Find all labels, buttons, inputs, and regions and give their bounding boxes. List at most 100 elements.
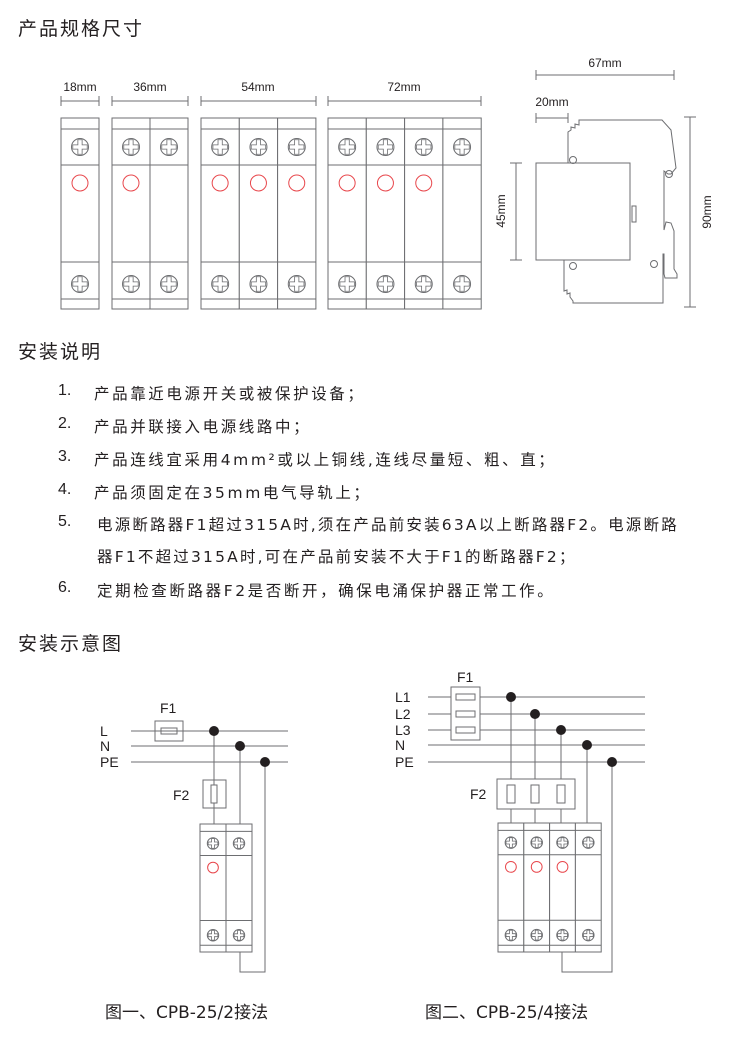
- dim-67mm-line: [535, 70, 675, 80]
- diagram1-junctions: [209, 726, 270, 767]
- status-indicator: [249, 174, 267, 192]
- side-screw: [665, 170, 673, 178]
- module-pole: [549, 822, 576, 953]
- front-views: [60, 96, 482, 106]
- terminal-screw-icon: [122, 138, 140, 156]
- instruction-text: 产品靠近电源开关或被保护设备；: [94, 385, 366, 403]
- status-indicator: [415, 174, 433, 192]
- status-indicator: [376, 174, 394, 192]
- f2-label: F2: [470, 786, 487, 802]
- instruction-number: 4.: [58, 481, 72, 498]
- diagram2-junctions: [506, 692, 617, 767]
- instruction-number: 6.: [58, 579, 72, 596]
- module-pole: [404, 117, 444, 310]
- dim-label-18mm: 18mm: [63, 80, 96, 94]
- junction-dot: [235, 741, 245, 751]
- dim-label-45mm: 45mm: [494, 194, 508, 227]
- spd-module: [111, 117, 189, 310]
- terminal-screw-icon: [206, 837, 220, 850]
- module-pole: [442, 117, 482, 310]
- instruction-text: 电源断路器F1超过315A时,须在产品前安装63A以上断路器F2。电源断路: [97, 516, 679, 534]
- dim-90mm-line: [684, 116, 696, 308]
- dim-label-72mm: 72mm: [387, 80, 420, 94]
- module-pole: [574, 822, 602, 953]
- terminal-screw-icon: [287, 138, 306, 156]
- f1-fuse-box: [154, 720, 184, 742]
- status-indicator: [71, 174, 89, 192]
- terminal-screw-icon: [206, 929, 220, 942]
- terminal-screw-icon: [249, 275, 268, 293]
- f2-label: F2: [173, 787, 190, 803]
- status-indicator: [338, 174, 356, 192]
- junction-dot: [556, 725, 566, 735]
- f1-fuse: [455, 693, 476, 701]
- spec-section-title: 产品规格尺寸: [18, 18, 145, 40]
- terminal-screw-icon: [338, 275, 357, 293]
- status-indicator: [504, 860, 517, 873]
- f2-fuse: [530, 784, 540, 804]
- spd-modules: [60, 117, 602, 953]
- dim-20mm-line: [535, 113, 569, 123]
- status-indicator: [530, 860, 543, 873]
- terminal-screw-icon: [232, 929, 246, 942]
- terminal-screw-icon: [556, 836, 569, 849]
- line-label-N: N: [395, 737, 405, 753]
- junction-dot: [209, 726, 219, 736]
- wires: [510, 697, 613, 973]
- diagram-section-title: 安装示意图: [18, 633, 124, 655]
- diagram1-caption: 图一、CPB-25/2接法: [105, 1003, 269, 1023]
- f1-label: F1: [160, 700, 177, 716]
- terminal-screw-icon: [338, 138, 357, 156]
- terminal-screw-icon: [376, 275, 395, 293]
- f2-fuse-box: [496, 778, 576, 810]
- terminal-screw-icon: [160, 138, 178, 156]
- f2-fuse: [506, 784, 516, 804]
- line-label-N: N: [100, 738, 110, 754]
- terminal-screw-icon: [582, 836, 595, 849]
- status-indicator: [122, 174, 140, 192]
- line-label-L2: L2: [395, 706, 411, 722]
- module-pole: [60, 117, 100, 310]
- spd-module: [199, 823, 253, 953]
- module-pole: [149, 117, 189, 310]
- side-outline: [563, 119, 678, 304]
- terminal-screw-icon: [376, 138, 395, 156]
- dim-label-90mm: 90mm: [700, 195, 714, 228]
- line-label-L1: L1: [395, 689, 411, 705]
- module-pole: [238, 117, 279, 310]
- terminal-screw-icon: [211, 275, 230, 293]
- status-indicator: [288, 174, 306, 192]
- instruction-number: 1.: [58, 382, 72, 399]
- module-pole: [225, 823, 253, 953]
- terminal-screw-icon: [249, 138, 268, 156]
- instruction-text: 产品须固定在35mm电气导轨上；: [94, 484, 372, 502]
- line-label-PE: PE: [100, 754, 119, 770]
- dim-54mm-line: [200, 96, 317, 106]
- spd-module: [60, 117, 100, 310]
- dim-36mm-line: [111, 96, 189, 106]
- module-pole: [523, 822, 551, 953]
- dim-label-36mm: 36mm: [133, 80, 166, 94]
- terminal-screw-icon: [71, 138, 89, 156]
- terminal-screw-icon: [556, 928, 569, 942]
- instruction-text: 产品连线宜采用4mm²或以上铜线,连线尽量短、粗、直；: [94, 451, 557, 469]
- junction-dot: [582, 740, 592, 750]
- diagram2-wiring: [428, 686, 645, 973]
- f1-fuse: [160, 727, 178, 735]
- line-label-L: L: [100, 723, 108, 739]
- side-body: [535, 162, 631, 261]
- side-latch: [631, 205, 637, 223]
- junction-dot: [506, 692, 516, 702]
- instruction-text: 产品并联接入电源线路中；: [94, 418, 312, 436]
- f1-fuse: [455, 710, 476, 718]
- terminal-screw-icon: [160, 275, 178, 293]
- module-pole: [365, 117, 406, 310]
- side-screw: [650, 260, 658, 268]
- terminal-screw-icon: [122, 275, 140, 293]
- dim-label-67mm: 67mm: [588, 56, 621, 70]
- dim-label-20mm: 20mm: [535, 95, 568, 109]
- instruction-number: 2.: [58, 415, 72, 432]
- junction-dot: [607, 757, 617, 767]
- junction-dot: [260, 757, 270, 767]
- line-label-L3: L3: [395, 722, 411, 738]
